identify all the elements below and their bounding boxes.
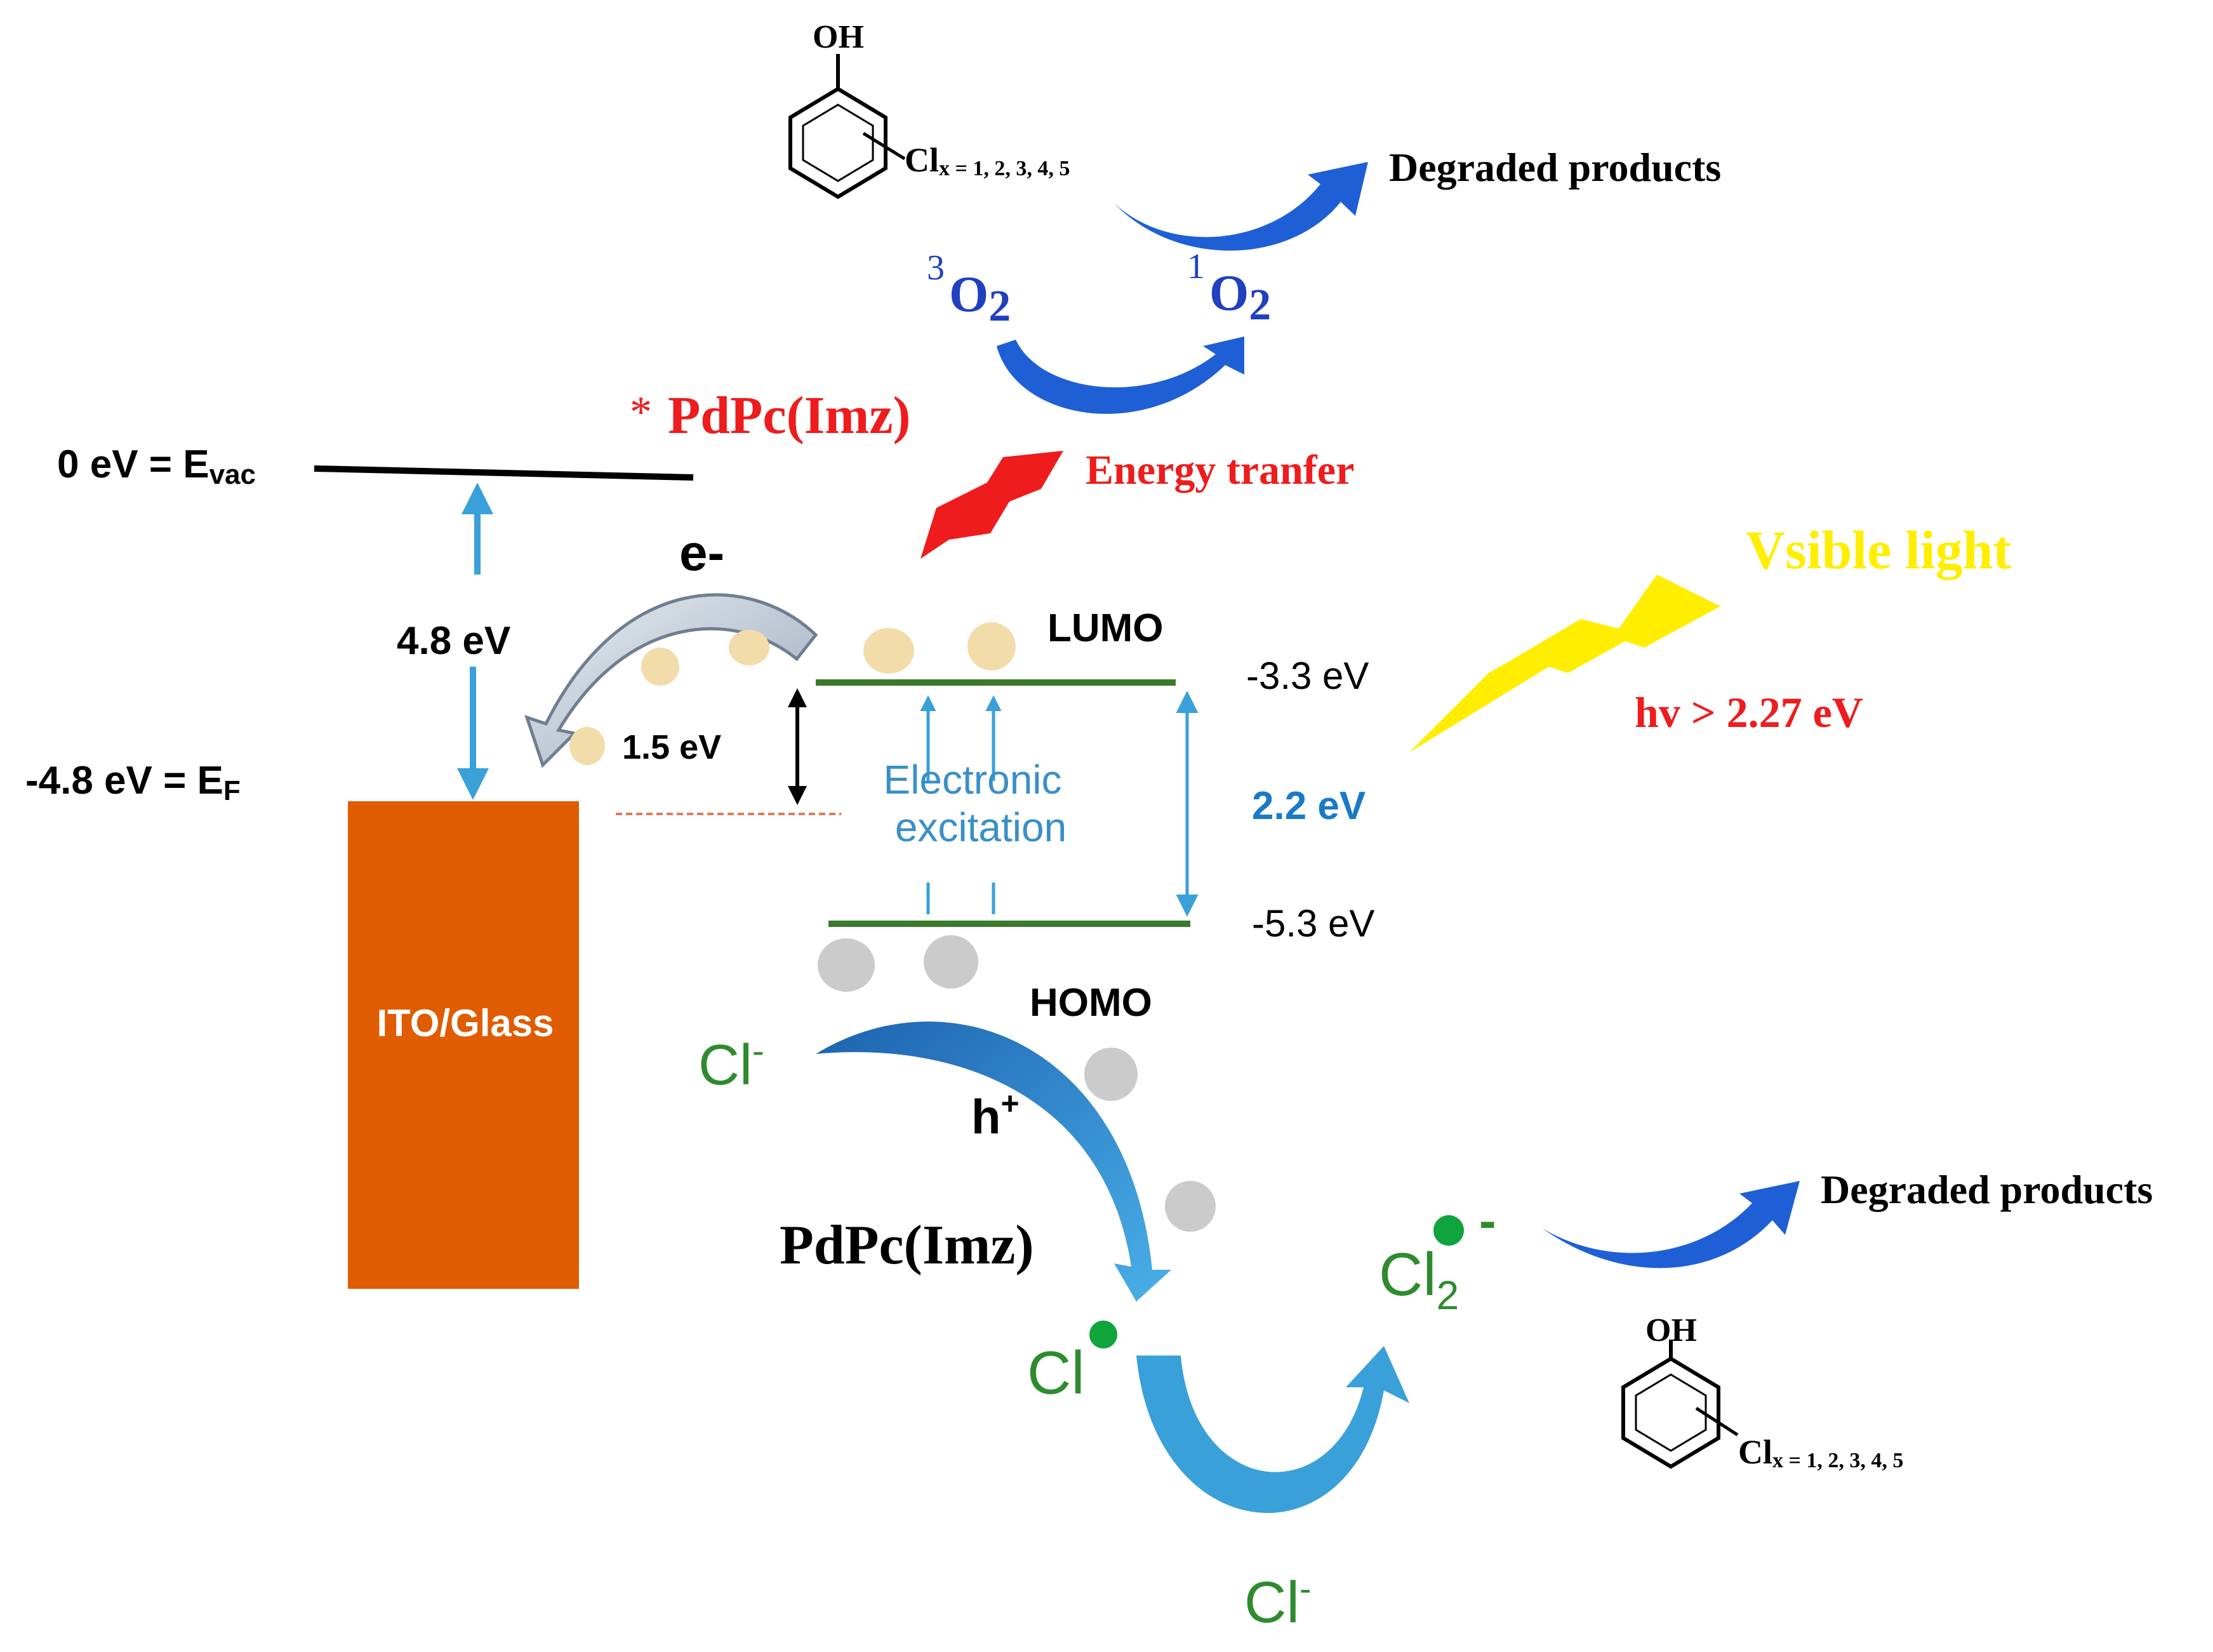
electron-dot (729, 630, 769, 665)
triplet-oxygen-label: O2 (949, 267, 1011, 331)
hole-label: h+ (971, 1086, 1020, 1144)
singlet-oxygen-label: O2 (1209, 265, 1271, 330)
degraded-products-bottom: Degraded products (1821, 1167, 2153, 1212)
hole-dot (1165, 1181, 1216, 1232)
electron-dot (641, 648, 679, 686)
electron-dot (569, 727, 605, 765)
electron-dot (967, 622, 1016, 670)
phenol-cl-label-bottom: Clx = 1, 2, 3, 4, 5 (1738, 1433, 1903, 1472)
lumo-energy-label: -3.3 eV (1246, 655, 1369, 697)
phenol-cl-label-top: Clx = 1, 2, 3, 4, 5 (905, 141, 1070, 180)
chloride-ion-label: Cl- (698, 1030, 764, 1097)
phenol-oh-label-bottom: OH (1645, 1312, 1697, 1349)
oxygen-conversion-arrow (997, 336, 1244, 414)
hole-dot (1084, 1048, 1138, 1101)
energy-transfer-label: Energy tranfer (1086, 447, 1354, 493)
dichloride-radical-label: Cl2 (1379, 1241, 1459, 1318)
excitation-label-line2: excitation (895, 804, 1067, 850)
phenol-oh-label-top: OH (813, 19, 864, 55)
excitation-label-line1: Electronic (884, 757, 1062, 803)
ito-glass-electrode (348, 801, 579, 1289)
chlorine-radical-label: Cl (1027, 1339, 1085, 1407)
chlorophenol-structure-bottom (1621, 1340, 1739, 1469)
excited-molecule-label: PdPc(Imz) (668, 386, 911, 445)
homo-label: HOMO (1030, 981, 1152, 1025)
lumo-label: LUMO (1047, 606, 1164, 650)
photon-energy-label: hv > 2.27 eV (1635, 688, 1863, 736)
electron-transfer-arrow (524, 593, 818, 768)
visible-light-bolt-icon (1409, 575, 1720, 752)
ground-molecule-label: PdPc(Imz) (780, 1215, 1034, 1276)
radical-dot-icon (1433, 1215, 1464, 1246)
vacuum-level-label: 0 eV = Evac (57, 443, 256, 490)
homo-energy-label: -5.3 eV (1252, 902, 1374, 945)
degraded-products-top: Degraded products (1389, 145, 1721, 190)
band-gap-label: 2.2 eV (1252, 784, 1366, 828)
triplet-oxygen-sup: 3 (927, 248, 945, 288)
top-degradation-arrow (1114, 162, 1368, 251)
offset-label: 1.5 eV (622, 728, 721, 766)
hole-transfer-arrow (816, 1021, 1171, 1302)
vacuum-level-line (314, 465, 694, 481)
visible-light-label: Vsible light (1746, 519, 2011, 580)
hole-dot (924, 935, 978, 989)
red-flash-icon (920, 451, 1063, 559)
excited-star: * (630, 388, 652, 437)
chlorophenol-structure-top (788, 54, 906, 199)
chloride-ion-bottom-label: Cl- (1244, 1568, 1312, 1635)
electron-label: e- (679, 524, 724, 581)
chlorine-cycle-arrow (1136, 1346, 1409, 1514)
ito-glass-label: ITO/Glass (376, 1002, 554, 1044)
radical-dot-icon (1089, 1321, 1117, 1349)
dichloride-charge-label: - (1479, 1192, 1496, 1249)
work-function-label: 4.8 eV (397, 619, 510, 663)
electron-dot (863, 628, 914, 674)
bottom-degradation-arrow (1543, 1181, 1800, 1269)
singlet-oxygen-sup: 1 (1187, 247, 1205, 286)
fermi-level-label: -4.8 eV = EF (25, 759, 241, 806)
hole-dot (818, 938, 875, 992)
